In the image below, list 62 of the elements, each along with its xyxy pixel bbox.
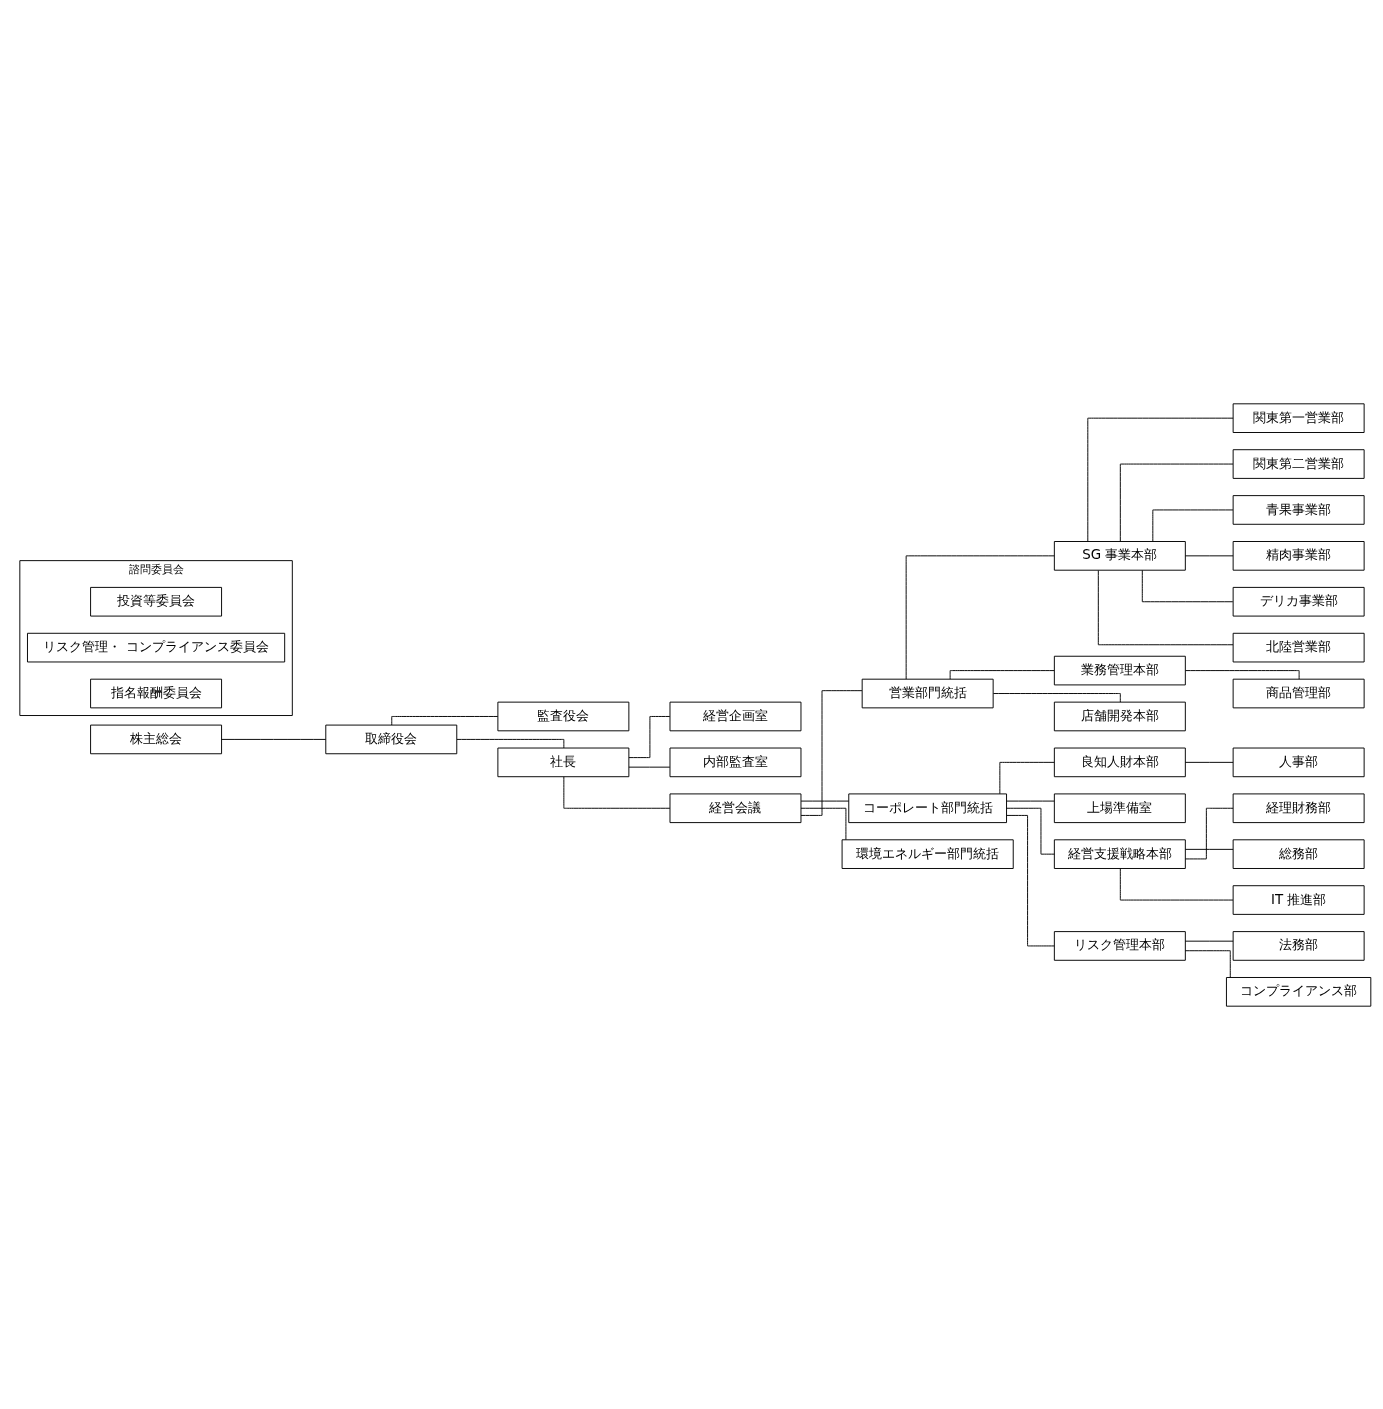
connector <box>221 738 327 740</box>
connector <box>391 715 499 725</box>
connector <box>1087 417 1234 542</box>
node-box: 監査役会 <box>497 701 630 731</box>
node-box: 株主総会 <box>90 724 223 754</box>
connector <box>800 800 850 802</box>
node-box: 経営企画室 <box>669 701 802 731</box>
node-box: 良知人財本部 <box>1053 747 1186 777</box>
connector <box>1184 761 1234 763</box>
node-box: リスク管理・ コンプライアンス委員会 <box>27 632 286 662</box>
node-box: 総務部 <box>1232 838 1365 869</box>
connector <box>1184 807 1234 859</box>
connector <box>1184 848 1234 850</box>
node-box: リスク管理本部 <box>1053 930 1186 961</box>
connector <box>456 738 565 748</box>
connector <box>628 715 671 758</box>
connector <box>1097 569 1234 645</box>
node-box: 投資等委員会 <box>90 586 223 617</box>
node-box: 北陸営業部 <box>1232 632 1365 662</box>
node-box: 関東第一営業部 <box>1232 402 1365 433</box>
connector <box>1006 814 1055 946</box>
node-box: コンプライアンス部 <box>1225 976 1372 1007</box>
connector <box>800 807 847 840</box>
node-box: 店舗開発本部 <box>1053 701 1186 731</box>
connector <box>1184 554 1234 556</box>
connector <box>563 775 671 809</box>
node-box: 営業部門統括 <box>861 678 994 708</box>
node-box: SG 事業本部 <box>1053 540 1186 571</box>
node-box: IT 推進部 <box>1232 884 1365 915</box>
connector <box>949 669 1055 680</box>
connector <box>1006 800 1055 802</box>
node-box: 業務管理本部 <box>1053 655 1186 685</box>
node-box: コーポレート部門統括 <box>848 792 1007 823</box>
node-box: 法務部 <box>1232 930 1365 961</box>
connector <box>1152 508 1234 542</box>
connector <box>1184 949 1231 978</box>
node-box: 経営支援戦略本部 <box>1053 838 1186 869</box>
connector <box>905 554 1055 680</box>
connector <box>992 692 1121 703</box>
connector <box>1141 569 1234 602</box>
node-box: 商品管理部 <box>1232 678 1365 708</box>
node-box: 指名報酬委員会 <box>90 678 223 708</box>
connector <box>1184 940 1234 942</box>
node-box: デリカ事業部 <box>1232 586 1365 617</box>
node-box: 取締役会 <box>325 724 458 754</box>
node-box: 人事部 <box>1232 747 1365 777</box>
node-box: 経営会議 <box>669 792 802 823</box>
connector <box>1006 807 1055 855</box>
node-box: 上場準備室 <box>1053 792 1186 823</box>
connector <box>1185 669 1300 680</box>
connector <box>628 766 671 768</box>
connector <box>800 689 863 816</box>
connector <box>1119 463 1234 542</box>
node-box: 青果事業部 <box>1232 494 1365 525</box>
node-box: 環境エネルギー部門統括 <box>841 838 1014 869</box>
node-box: 社長 <box>497 747 630 777</box>
connector <box>1119 867 1234 901</box>
connector <box>999 761 1055 794</box>
node-box: 経理財務部 <box>1232 792 1365 823</box>
node-box: 内部監査室 <box>669 747 802 777</box>
node-box: 精肉事業部 <box>1232 540 1365 571</box>
node-box: 関東第二営業部 <box>1232 448 1365 479</box>
